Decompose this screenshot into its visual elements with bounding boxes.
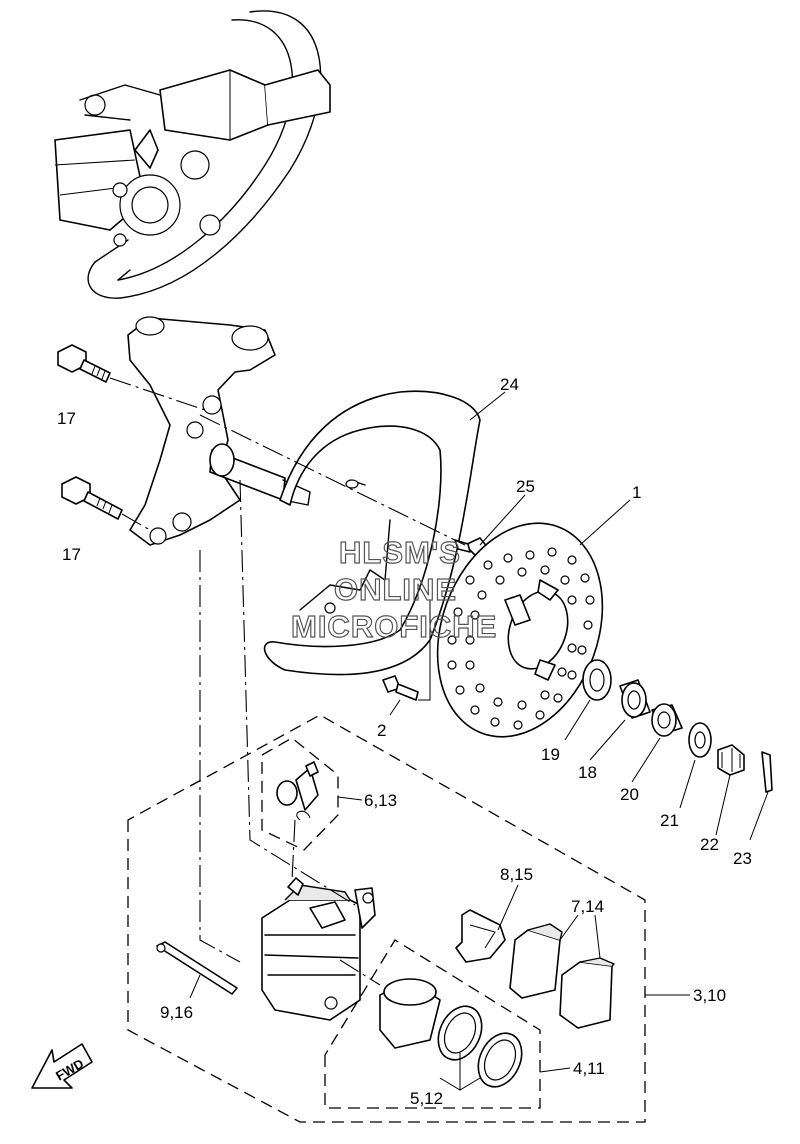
callout-24: 24	[500, 375, 519, 394]
caliper-body	[261, 877, 376, 1021]
callout-4-11: 4,11	[573, 1059, 605, 1078]
callout-5-12: 5,12	[410, 1089, 443, 1108]
piston-part-4-11	[379, 978, 441, 1049]
callout-18: 18	[578, 763, 597, 782]
bolt-17-lower	[61, 476, 123, 520]
callout-20: 20	[620, 785, 639, 804]
callout-9-16: 9,16	[160, 1003, 193, 1022]
callout-7-14: 7,14	[571, 897, 604, 916]
callout-21: 21	[660, 811, 679, 830]
hose-fitting-boundary	[261, 737, 339, 851]
slide-pin-part-9-16	[156, 941, 238, 995]
disc-vent-holes	[447, 547, 595, 730]
disc-guard-part-24	[263, 390, 481, 676]
watermark-line-1: HLSM'S	[339, 535, 461, 570]
callout-6-13: 6,13	[364, 791, 397, 810]
callout-22: 22	[700, 835, 719, 854]
callout-17-upper: 17	[57, 409, 76, 428]
bearing-part-18	[619, 679, 651, 719]
bolt-17-upper	[57, 344, 111, 383]
callout-19: 19	[541, 745, 560, 764]
washer-part-21	[688, 722, 712, 758]
callout-1: 1	[632, 483, 641, 502]
callout-8-15: 8,15	[500, 865, 533, 884]
callout-23: 23	[733, 849, 752, 868]
callout-25: 25	[516, 477, 535, 496]
seal-part-19	[582, 659, 612, 701]
watermark: HLSM'S ONLINE MICROFICHE	[290, 534, 497, 644]
watermark-line-2: ONLINE	[334, 572, 457, 607]
piston-seals-part-5-12	[437, 1005, 523, 1088]
bolt-part-2	[382, 600, 431, 701]
caliper-assembly-boundary	[127, 714, 646, 1123]
collar-part-20	[651, 703, 683, 737]
bleed-screw-part-6-13	[276, 761, 319, 821]
cotter-pin-part-23	[761, 751, 773, 793]
brake-pads-part-7-14	[509, 923, 615, 1029]
callout-3-10: 3,10	[693, 986, 726, 1005]
callout-17-lower: 17	[62, 545, 81, 564]
brake-disc-part-1	[436, 522, 604, 738]
steering-knuckle	[127, 316, 311, 546]
assembled-view	[54, 10, 331, 299]
piston-kit-boundary	[324, 939, 541, 1109]
callout-2: 2	[377, 721, 386, 740]
watermark-line-3: MICROFICHE	[291, 609, 497, 644]
leader-lines	[189, 391, 769, 1091]
forward-direction-arrow: FWD	[31, 1043, 93, 1089]
castle-nut-part-22	[717, 744, 745, 776]
pad-spring-part-8-15	[455, 909, 506, 963]
